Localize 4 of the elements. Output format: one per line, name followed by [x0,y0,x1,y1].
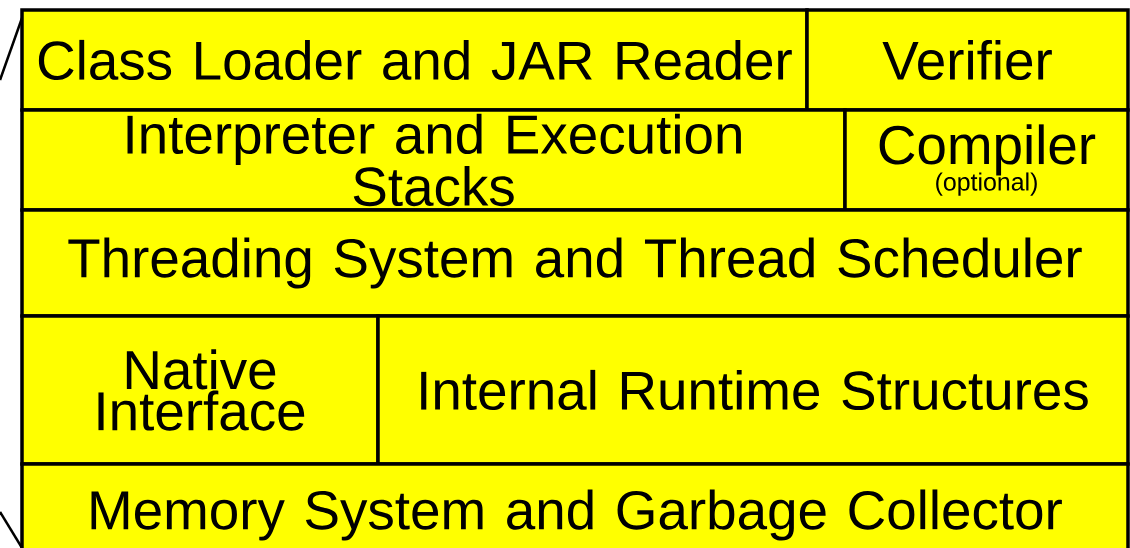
component-box: Verifier [805,8,1130,112]
component-box: Compiler (optional) [843,108,1130,212]
component-box: Memory System and Garbage Collector [20,462,1130,548]
component-box: Native Interface [20,314,380,466]
